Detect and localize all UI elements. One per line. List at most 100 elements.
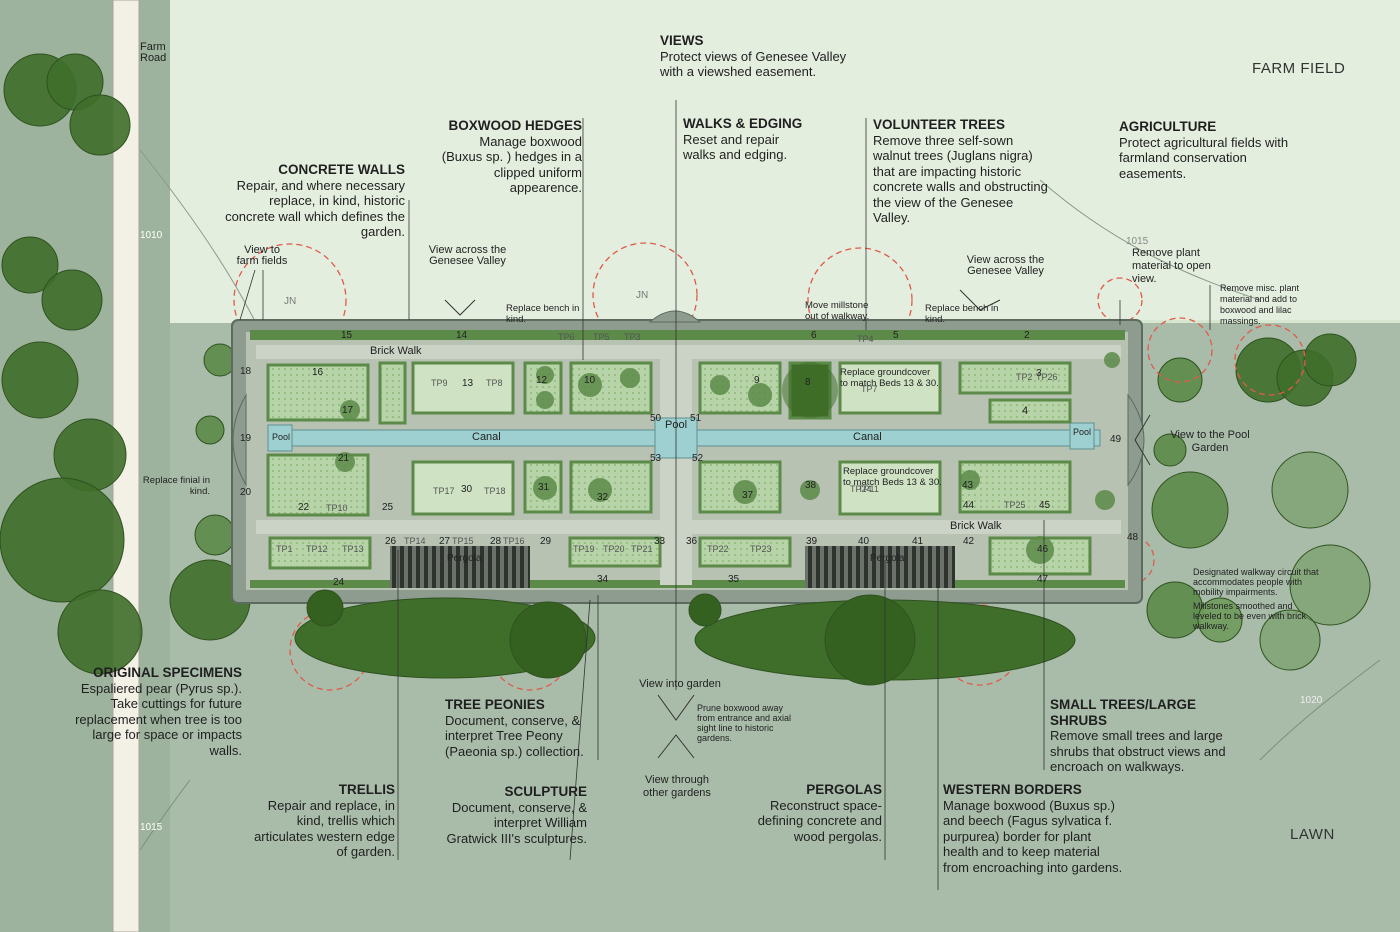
note-volunteer-heading: VOLUNTEER TREES — [873, 117, 1006, 132]
tree-peony-label: TP4 — [857, 334, 874, 344]
bed-number: 24 — [333, 577, 345, 588]
bed-number: 41 — [912, 536, 924, 547]
note-agriculture-text: Protect agricultural fields with farmlan… — [1119, 134, 1289, 181]
bed-number: 51 — [690, 413, 702, 424]
tree-peony-label: TP12 — [306, 544, 328, 554]
bed-number: 9 — [754, 375, 760, 386]
note-trellis-text: Repair and replace, in kind, trellis whi… — [254, 797, 395, 860]
tree-peony-label: TP16 — [503, 536, 525, 546]
bed-number: 4 — [1022, 405, 1029, 417]
pool-left — [267, 424, 293, 452]
replace-finial: Replace finial in kind. — [142, 475, 210, 497]
bed-number: 47 — [1037, 574, 1049, 585]
contour-1020-label: 1020 — [1300, 695, 1323, 706]
note-boxwood-text: Manage boxwood (Buxus sp. ) hedges in a … — [441, 133, 582, 196]
note-boxwood: BOXWOOD HEDGES Manage boxwood (Buxus sp.… — [440, 118, 582, 196]
tree-peony-label: TP1 — [276, 544, 293, 554]
tree-peony-label: TP9 — [431, 378, 448, 388]
remove-open-view: Remove plant material to open view. — [1132, 247, 1211, 285]
jn-center-label: JN — [636, 290, 649, 301]
bed-number: 10 — [584, 375, 596, 386]
bed-number: 37 — [742, 490, 754, 501]
pergola-right-label: Pergola — [870, 553, 905, 564]
canal-right-label: Canal — [853, 431, 882, 443]
bed-number: 2 — [1024, 330, 1030, 341]
note-western-heading: WESTERN BORDERS — [943, 782, 1082, 797]
pergola-west — [390, 546, 530, 588]
tree-peony-label: TP15 — [452, 536, 474, 546]
note-agriculture: AGRICULTURE Protect agricultural fields … — [1119, 119, 1289, 181]
bed-number: 49 — [1110, 434, 1122, 445]
note-concrete: CONCRETE WALLS Repair, and where necessa… — [220, 162, 405, 240]
note-smalltrees: SMALL TREES/LARGE SHRUBS Remove small tr… — [1050, 697, 1230, 775]
millstones-smoothed: Millstones smoothed and leveled to be ev… — [1193, 601, 1307, 631]
note-pergolas-heading: PERGOLAS — [806, 782, 882, 797]
bed-number: 45 — [1039, 500, 1051, 511]
note-views-heading: VIEWS — [660, 33, 704, 48]
bed-number: 14 — [456, 330, 468, 341]
remove-misc-plant: Remove misc. plant material and add to b… — [1220, 283, 1300, 326]
bed-number: 46 — [1037, 544, 1049, 555]
bed-number: 17 — [342, 405, 354, 416]
note-volunteer: VOLUNTEER TREES Remove three self-sown w… — [873, 117, 1051, 226]
bed-number: 40 — [858, 536, 870, 547]
canal-left-label: Canal — [472, 431, 501, 443]
farm-field-label: FARM FIELD — [1252, 60, 1346, 77]
pergola-east — [805, 546, 955, 588]
tree-peony-label: TP26 — [1036, 372, 1058, 382]
pool-center-label: Pool — [665, 419, 688, 431]
note-walks-text: Reset and repair walks and edging. — [683, 131, 788, 163]
view-farm-fields: View to farm fields — [236, 244, 288, 267]
view-pool-garden: View to the Pool Garden — [1170, 429, 1250, 454]
tree-peony-label: TP8 — [486, 378, 503, 388]
bed-number: 43 — [962, 480, 974, 491]
tree-peony-label: TP23 — [750, 544, 772, 554]
bed-number: 28 — [490, 536, 502, 547]
note-sculpture: SCULPTURE Document, conserve, & interpre… — [440, 784, 587, 846]
note-trellis: TRELLIS Repair and replace, in kind, tre… — [240, 782, 395, 860]
pool-right — [1069, 422, 1095, 450]
jn-left-label: JN — [284, 296, 297, 307]
contour-1015-left-label: 1015 — [140, 822, 163, 833]
tree-peony-label: TP25 — [1004, 500, 1026, 510]
note-western-text: Manage boxwood (Buxus sp.) and beech (Fa… — [943, 797, 1123, 875]
note-concrete-heading: CONCRETE WALLS — [278, 162, 405, 177]
lawn-label: LAWN — [1290, 826, 1335, 843]
bed-number: 25 — [382, 502, 394, 513]
tree-peony-label: TP6 — [558, 332, 575, 342]
bed-number: 3 — [1036, 368, 1042, 379]
upper-right-field — [1140, 320, 1400, 323]
replace-bench-right: Replace bench in kind. — [925, 303, 999, 325]
bed-number: 53 — [650, 453, 662, 464]
note-pergolas-text: Reconstruct space-defining concrete and … — [757, 797, 882, 844]
view-chevrons — [444, 289, 1151, 759]
tree-peony-label: TP20 — [603, 544, 625, 554]
roadside-trees — [0, 53, 251, 675]
view-into-garden: View into garden — [639, 678, 721, 690]
note-walks-heading: WALKS & EDGING — [683, 116, 803, 131]
note-western: WESTERN BORDERS Manage boxwood (Buxus sp… — [943, 782, 1123, 875]
bed-number: 8 — [805, 377, 811, 388]
tree-peony-label: TP7 — [861, 384, 878, 394]
west-bay — [232, 393, 247, 487]
bed-number: 44 — [963, 500, 975, 511]
groundcover-bottom: Replace groundcover to match Beds 13 & 3… — [843, 466, 942, 488]
tree-peony-label: TP24 — [850, 484, 872, 494]
note-sculpture-text: Document, conserve, & interpret William … — [446, 799, 587, 846]
contour-1010-label: 1010 — [140, 230, 163, 241]
prune-boxwood: Prune boxwood away from entrance and axi… — [697, 703, 792, 743]
tree-peony-label: TP3 — [624, 332, 641, 342]
bed-number: 21 — [338, 453, 350, 464]
brick-walk-top: Brick Walk — [370, 345, 422, 357]
pool-left-label: Pool — [272, 432, 291, 442]
bed-number: 12 — [536, 375, 548, 386]
tree-peony-label: TP11 — [858, 484, 879, 494]
bed-number: 5 — [893, 330, 899, 341]
bed-number: 13 — [462, 378, 474, 389]
farm-road-label: Farm Road — [140, 41, 167, 64]
bed-number: 50 — [650, 413, 662, 424]
bed-number: 20 — [240, 487, 252, 498]
note-trellis-heading: TRELLIS — [338, 782, 395, 797]
bed-number: 15 — [341, 330, 353, 341]
note-concrete-text: Repair, and where necessary replace, in … — [225, 177, 405, 240]
